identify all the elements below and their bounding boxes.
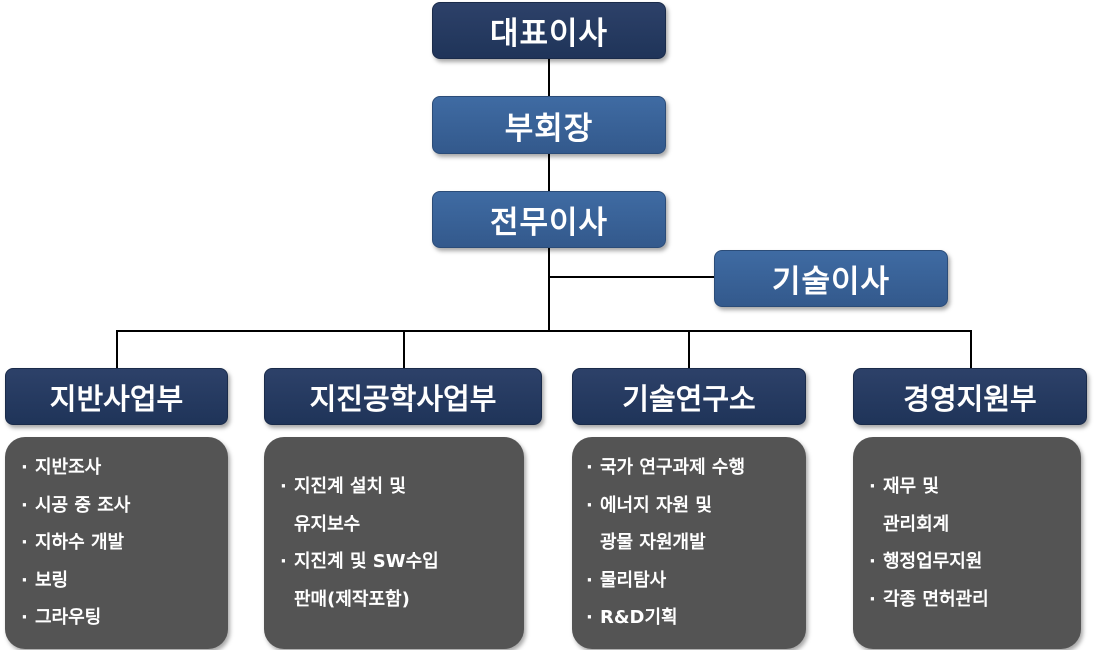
list-item: 관리회계 (883, 513, 950, 535)
list-item: R&D기획 (600, 599, 806, 637)
department-panel-ground: 지반조사 시공 중 조사 지하수 개발 보링 그라우팅 (5, 437, 228, 649)
connector-managing-to-branch (548, 248, 550, 331)
department-label: 기술연구소 (622, 381, 756, 416)
connector-dept-3 (688, 330, 690, 368)
department-panel-research: 국가 연구과제 수행 에너지 자원 및 광물 자원개발 물리탐사 R&D기획 (572, 437, 806, 649)
connector-dept-1 (116, 330, 118, 368)
list-item: 그라우팅 (35, 599, 228, 637)
connector-dept-4 (970, 330, 972, 368)
list-item: 지진계 및 SW수입 (294, 543, 524, 581)
list-item: 행정업무지원 (883, 543, 1081, 581)
department-panel-seismic: 지진계 설치 및 유지보수 지진계 및 SW수입 판매(제작포함) (264, 437, 524, 649)
department-label: 지반사업부 (49, 381, 184, 416)
list-item: 각종 면허관리 (883, 581, 1081, 619)
department-box-management: 경영지원부 (853, 368, 1087, 425)
list-item: 에너지 자원 및 (600, 487, 806, 525)
vice-chairman-box: 부회장 (432, 96, 666, 154)
connector-dept-2 (403, 330, 405, 368)
department-box-research: 기술연구소 (572, 368, 806, 425)
connector-ceo-to-vice (548, 58, 550, 96)
department-box-ground: 지반사업부 (5, 368, 228, 425)
connector-vice-to-managing (548, 154, 550, 191)
list-item: 광물 자원개발 (600, 532, 706, 554)
ceo-label: 대표이사 (489, 16, 609, 52)
department-box-seismic: 지진공학사업부 (264, 368, 542, 425)
list-item: 국가 연구과제 수행 (600, 449, 806, 487)
vice-chairman-label: 부회장 (504, 110, 594, 147)
connector-horizontal-departments (116, 330, 972, 332)
managing-director-box: 전무이사 (432, 191, 666, 248)
connector-to-technical-director (548, 276, 714, 278)
list-item: 보링 (35, 562, 228, 600)
technical-director-box: 기술이사 (714, 250, 948, 307)
department-label: 경영지원부 (903, 381, 1037, 416)
list-item: 판매(제작포함) (294, 588, 410, 610)
ceo-box: 대표이사 (432, 2, 666, 59)
list-item: 지하수 개발 (35, 524, 228, 562)
list-item: 지진계 설치 및 (294, 468, 524, 506)
list-item: 시공 중 조사 (35, 487, 228, 525)
list-item: 유지보수 (294, 513, 361, 535)
department-label: 지진공학사업부 (309, 381, 497, 416)
list-item: 물리탐사 (600, 562, 806, 600)
list-item: 지반조사 (35, 449, 228, 487)
department-panel-management: 재무 및 관리회계 행정업무지원 각종 면허관리 (853, 437, 1081, 649)
managing-director-label: 전무이사 (489, 205, 609, 241)
list-item: 재무 및 (883, 468, 1081, 506)
technical-director-label: 기술이사 (771, 264, 891, 300)
